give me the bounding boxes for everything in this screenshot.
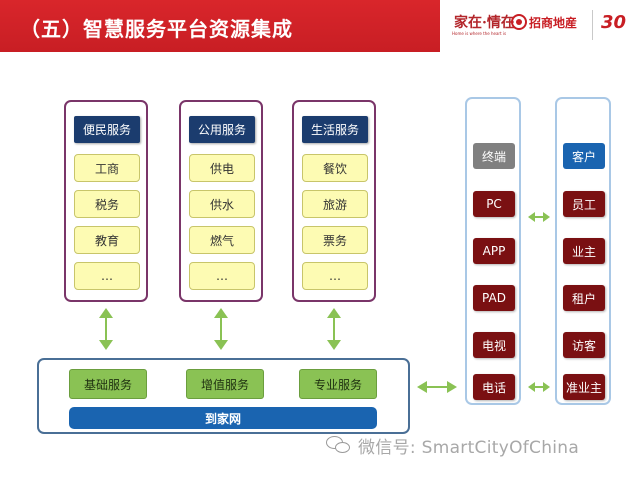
user-item-prospective-owner: 准业主 (563, 374, 605, 400)
service-item: 票务 (302, 226, 368, 254)
platform-frame: 基础服务 增值服务 专业服务 到家网 (37, 358, 410, 434)
brand-divider (592, 10, 593, 40)
service-item: … (74, 262, 140, 290)
device-title: 终端 (473, 143, 515, 169)
watermark-text: 微信号: SmartCityOfChina (358, 437, 580, 458)
device-item-tv: 电视 (473, 332, 515, 358)
service-item: 餐饮 (302, 154, 368, 182)
service-item: 燃气 (189, 226, 255, 254)
platform-service-value-added: 增值服务 (186, 369, 264, 399)
watermark: 微信号: SmartCityOfChina (326, 432, 579, 458)
arrow-column3-platform (327, 308, 341, 350)
user-item-owner: 业主 (563, 238, 605, 264)
category-label: 便民服务 (74, 116, 140, 143)
service-item: … (189, 262, 255, 290)
wechat-icon (326, 435, 352, 455)
service-item: 教育 (74, 226, 140, 254)
platform-service-basic: 基础服务 (69, 369, 147, 399)
device-item-app: APP (473, 238, 515, 264)
user-title: 客户 (563, 143, 605, 169)
service-item: 供水 (189, 190, 255, 218)
platform-service-professional: 专业服务 (299, 369, 377, 399)
brand-panel: 家在·情在 Home is where the heart is 招商地産 30 (440, 0, 640, 52)
platform-name-bar: 到家网 (69, 407, 377, 429)
column-life-services: 生活服务 餐饮 旅游 票务 … (292, 100, 376, 302)
arrow-column1-platform (99, 308, 113, 350)
user-item-visitor: 访客 (563, 332, 605, 358)
device-item-pc: PC (473, 191, 515, 217)
column-convenience-services: 便民服务 工商 税务 教育 … (64, 100, 148, 302)
brand-logo-icon (511, 14, 527, 30)
arrow-devices-users-upper (528, 212, 550, 222)
service-item: 税务 (74, 190, 140, 218)
arrow-column2-platform (214, 308, 228, 350)
device-column: 终端 PC APP PAD 电视 电话 (465, 97, 521, 405)
device-item-phone: 电话 (473, 374, 515, 400)
category-label: 生活服务 (302, 116, 368, 143)
service-item: 供电 (189, 154, 255, 182)
service-item: … (302, 262, 368, 290)
brand-name: 招商地産 (529, 16, 578, 30)
brand-slogan-sub: Home is where the heart is (452, 31, 507, 36)
page-title: （五）智慧服务平台资源集成 (20, 17, 293, 41)
user-item-tenant: 租户 (563, 285, 605, 311)
arrow-platform-devices (417, 381, 457, 393)
user-item-employee: 员工 (563, 191, 605, 217)
device-item-pad: PAD (473, 285, 515, 311)
column-public-services: 公用服务 供电 供水 燃气 … (179, 100, 263, 302)
header-bar: （五）智慧服务平台资源集成 家在·情在 Home is where the he… (0, 0, 640, 52)
category-label: 公用服务 (189, 116, 255, 143)
service-item: 工商 (74, 154, 140, 182)
brand-slogan: 家在·情在 (454, 15, 515, 31)
anniversary-badge: 30 (601, 12, 627, 33)
arrow-devices-users-lower (528, 382, 550, 392)
user-column: 客户 员工 业主 租户 访客 准业主 (555, 97, 611, 405)
service-item: 旅游 (302, 190, 368, 218)
